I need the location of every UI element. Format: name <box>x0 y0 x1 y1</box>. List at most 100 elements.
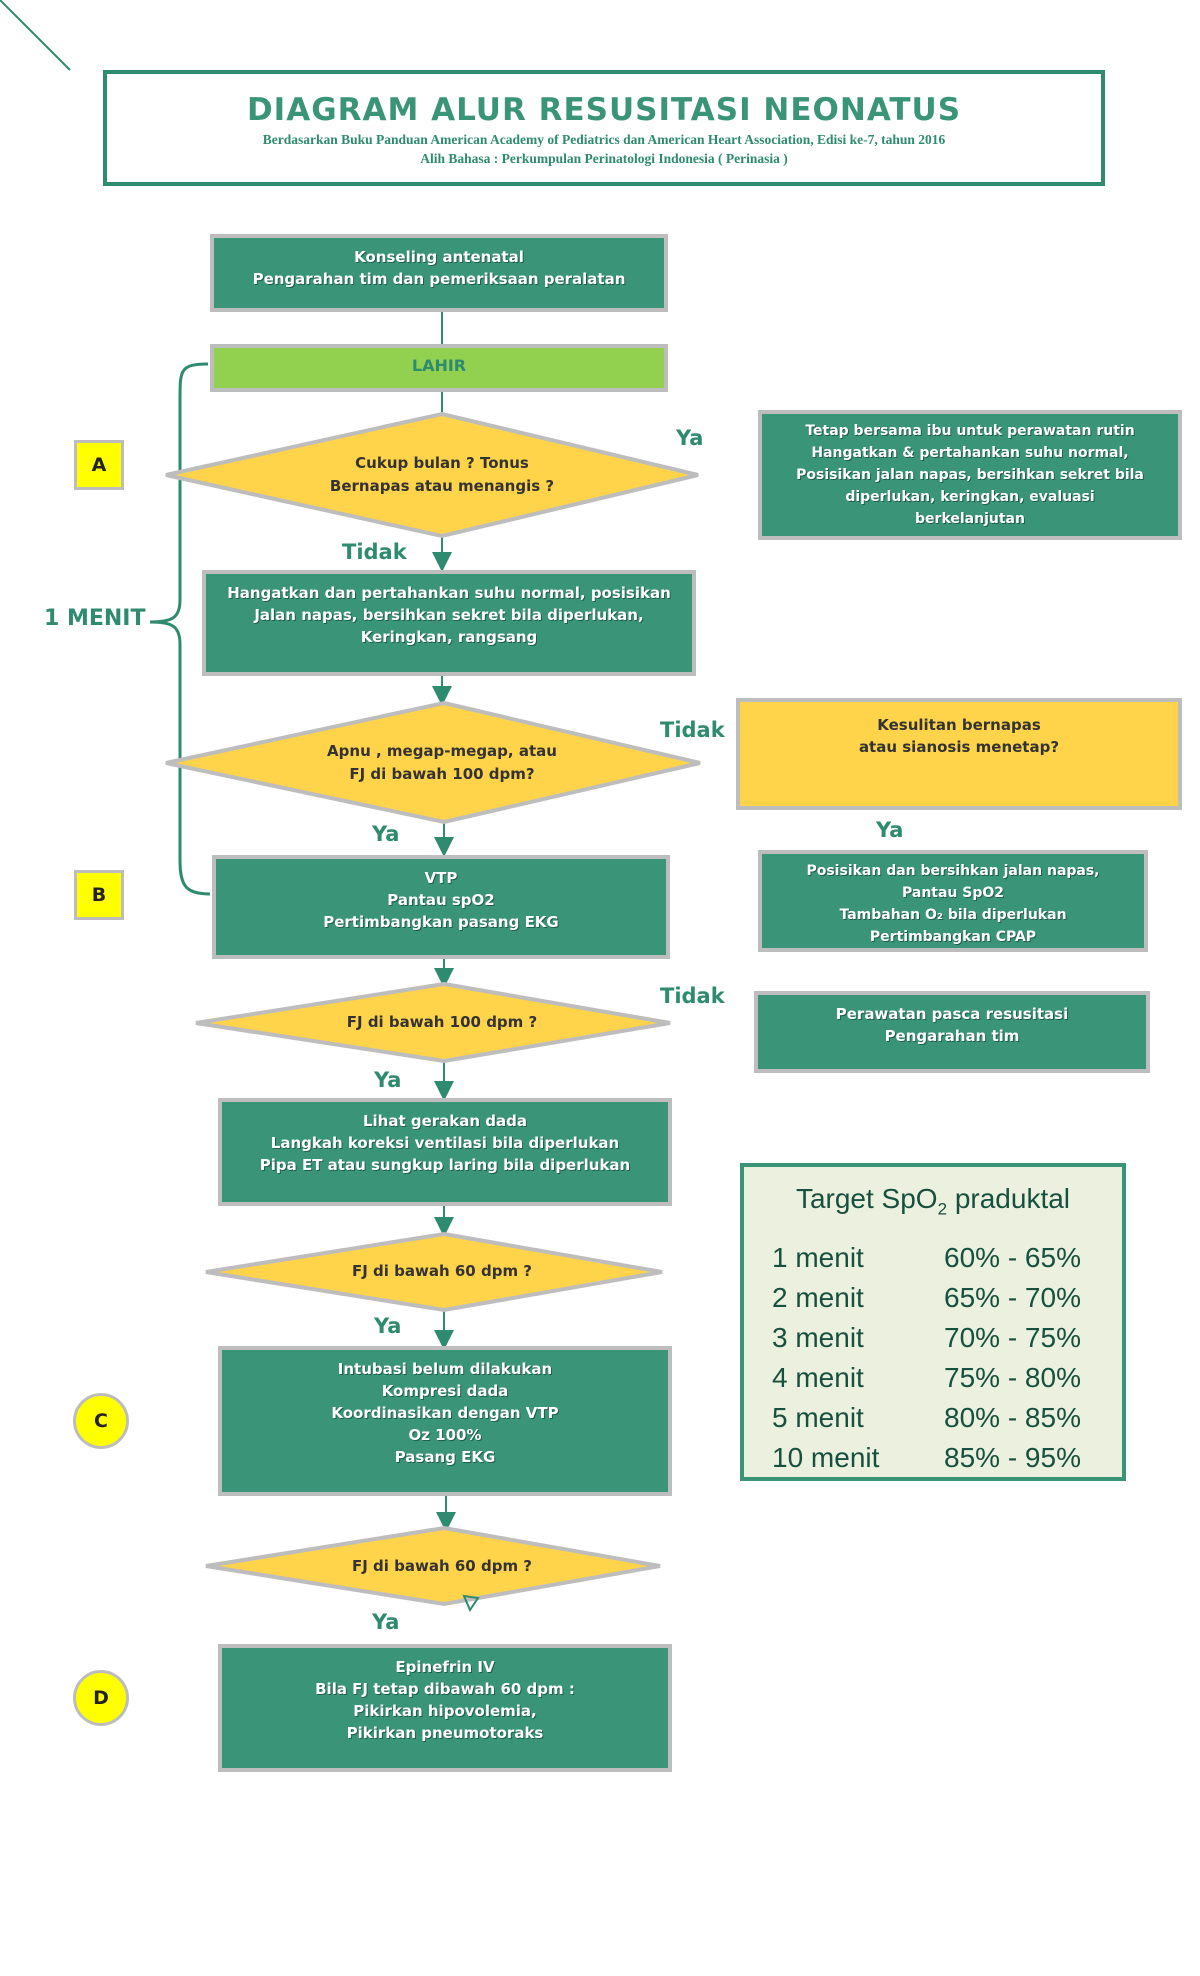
spo2-range: 75% - 80% <box>944 1361 1081 1393</box>
spo2-row: 10 menit 85% - 95% <box>766 1438 1114 1478</box>
lahir-box: LAHIR <box>210 344 668 392</box>
decision-diamond-3 <box>195 981 671 1064</box>
decision-1-line: Bernapas atau menangis ? <box>329 477 555 495</box>
decision-1-text: Cukup bulan ? Tonus Bernapas atau menang… <box>292 452 592 498</box>
routine-line: Posisikan jalan napas, bersihkan sekret … <box>796 467 1144 483</box>
corner-decoration-line <box>0 0 71 71</box>
decision-3-text: FJ di bawah 100 dpm ? <box>346 1013 538 1031</box>
vtp-box: VTP Pantau spO2 Pertimbangkan pasang EKG <box>212 855 670 959</box>
epinefrin-box: Epinefrin IV Bila FJ tetap dibawah 60 dp… <box>218 1644 672 1772</box>
spo2-title: Target SpO2 praduktal <box>744 1183 1122 1220</box>
cpap-line: Posisikan dan bersihkan jalan napas, <box>806 863 1100 879</box>
decision-diamond-5 <box>205 1525 661 1607</box>
post-line: Pengarahan tim <box>884 1027 1020 1045</box>
spo2-time: 1 menit <box>772 1241 864 1273</box>
warm-line: Jalan napas, bersihkan sekret bila diper… <box>254 606 644 624</box>
decision-5-text: FJ di bawah 60 dpm ? <box>351 1557 532 1575</box>
decision-diamond-4 <box>205 1231 663 1313</box>
vtp-line: Pertimbangkan pasang EKG <box>323 913 559 931</box>
label-ya-1: Ya <box>676 426 704 450</box>
spo2-time: 3 menit <box>772 1321 864 1353</box>
spo2-row: 1 menit 60% - 65% <box>766 1238 1114 1278</box>
compression-line: Intubasi belum dilakukan <box>337 1360 553 1378</box>
decision-2-line: FJ di bawah 100 dpm? <box>349 765 535 783</box>
page-subtitle: Berdasarkan Buku Panduan American Academ… <box>262 132 946 147</box>
spo2-row: 5 menit 80% - 85% <box>766 1398 1114 1438</box>
post-resuscitation-box: Perawatan pasca resusitasi Pengarahan ti… <box>754 991 1150 1073</box>
ventilation-line: Langkah koreksi ventilasi bila diperluka… <box>270 1134 620 1152</box>
marker-b: B <box>74 870 124 920</box>
decision-2-text: Apnu , megap-megap, atau FJ di bawah 100… <box>292 740 592 786</box>
label-ya-6: Ya <box>372 1610 400 1634</box>
spo2-time: 5 menit <box>772 1401 864 1433</box>
cpap-line: Pantau SpO2 <box>901 885 1005 901</box>
marker-a: A <box>74 440 124 490</box>
epinefrin-line: Epinefrin IV <box>395 1658 495 1676</box>
vtp-line: Pantau spO2 <box>387 891 495 909</box>
compression-box: Intubasi belum dilakukan Kompresi dada K… <box>218 1346 672 1496</box>
routine-line: berkelanjutan <box>915 511 1025 527</box>
compression-line: Koordinasikan dengan VTP <box>331 1404 559 1422</box>
decision-4-text: FJ di bawah 60 dpm ? <box>351 1262 532 1280</box>
antenatal-line: Konseling antenatal <box>354 248 524 266</box>
epinefrin-line: Pikirkan pneumotoraks <box>346 1724 544 1742</box>
ventilation-box: Lihat gerakan dada Langkah koreksi venti… <box>218 1098 672 1206</box>
label-ya-5: Ya <box>374 1314 402 1338</box>
breathing-line: atau sianosis menetap? <box>858 738 1060 756</box>
breathing-difficulty-box: Kesulitan bernapas atau sianosis menetap… <box>736 698 1182 810</box>
compression-line: Pasang EKG <box>394 1448 496 1466</box>
compression-line: Oz 100% <box>408 1426 482 1444</box>
spo2-time: 2 menit <box>772 1281 864 1313</box>
ventilation-line: Pipa ET atau sungkup laring bila diperlu… <box>259 1156 631 1174</box>
warm-line: Keringkan, rangsang <box>360 628 538 646</box>
breathing-line: Kesulitan bernapas <box>877 716 1041 734</box>
spo2-range: 70% - 75% <box>944 1321 1081 1353</box>
spo2-row: 2 menit 65% - 70% <box>766 1278 1114 1318</box>
translation-credit: Alih Bahasa : Perkumpulan Perinatologi I… <box>420 151 788 166</box>
spo2-title-prefix: Target SpO <box>795 1183 938 1214</box>
epinefrin-line: Pikirkan hipovolemia, <box>353 1702 537 1720</box>
header-box: DIAGRAM ALUR RESUSITASI NEONATUS Berdasa… <box>103 70 1105 186</box>
cpap-box: Posisikan dan bersihkan jalan napas, Pan… <box>758 850 1148 952</box>
spo2-row: 3 menit 70% - 75% <box>766 1318 1114 1358</box>
post-line: Perawatan pasca resusitasi <box>835 1005 1069 1023</box>
spo2-time: 10 menit <box>772 1441 880 1473</box>
decision-diamond-1 <box>165 411 699 539</box>
spo2-range: 60% - 65% <box>944 1241 1081 1273</box>
label-tidak-3: Tidak <box>660 984 725 1008</box>
spo2-row: 4 menit 75% - 80% <box>766 1358 1114 1398</box>
decision-1-line: Cukup bulan ? Tonus <box>355 454 529 472</box>
routine-line: diperlukan, keringkan, evaluasi <box>845 489 1095 505</box>
decision-diamond-2 <box>165 700 701 825</box>
label-tidak-2: Tidak <box>660 718 725 742</box>
marker-c: C <box>73 1393 129 1449</box>
spo2-target-panel: Target SpO2 praduktal 1 menit 60% - 65% 2… <box>740 1163 1126 1481</box>
vtp-line: VTP <box>424 869 458 887</box>
spo2-range: 85% - 95% <box>944 1441 1081 1473</box>
cpap-line: Tambahan O₂ bila diperlukan <box>839 907 1067 923</box>
page-title: DIAGRAM ALUR RESUSITASI NEONATUS <box>246 92 962 128</box>
compression-line: Kompresi dada <box>381 1382 509 1400</box>
label-ya-4: Ya <box>374 1068 402 1092</box>
routine-line: Hangatkan & pertahankan suhu normal, <box>811 445 1129 461</box>
routine-line: Tetap bersama ibu untuk perawatan rutin <box>805 423 1135 439</box>
label-ya-2: Ya <box>372 822 400 846</box>
cpap-line: Pertimbangkan CPAP <box>869 929 1037 945</box>
triangle-marker <box>462 1594 480 1613</box>
routine-care-box: Tetap bersama ibu untuk perawatan rutin … <box>758 410 1182 540</box>
label-tidak-1: Tidak <box>342 540 407 564</box>
spo2-range: 65% - 70% <box>944 1281 1081 1313</box>
spo2-table: 1 menit 60% - 65% 2 menit 65% - 70% 3 meni… <box>766 1238 1114 1478</box>
spo2-title-suffix: praduktal <box>947 1183 1071 1214</box>
ventilation-line: Lihat gerakan dada <box>362 1112 528 1130</box>
antenatal-box: Konseling antenatal Pengarahan tim dan p… <box>210 234 668 312</box>
antenatal-line: Pengarahan tim dan pemeriksaan peralatan <box>252 270 626 288</box>
spo2-title-sub: 2 <box>937 1199 948 1219</box>
epinefrin-line: Bila FJ tetap dibawah 60 dpm : <box>315 1680 575 1698</box>
one-minute-label: 1 MENIT <box>44 606 146 631</box>
spo2-range: 80% - 85% <box>944 1401 1081 1433</box>
spo2-time: 4 menit <box>772 1361 864 1393</box>
marker-d: D <box>73 1670 129 1726</box>
label-ya-3: Ya <box>876 818 904 842</box>
